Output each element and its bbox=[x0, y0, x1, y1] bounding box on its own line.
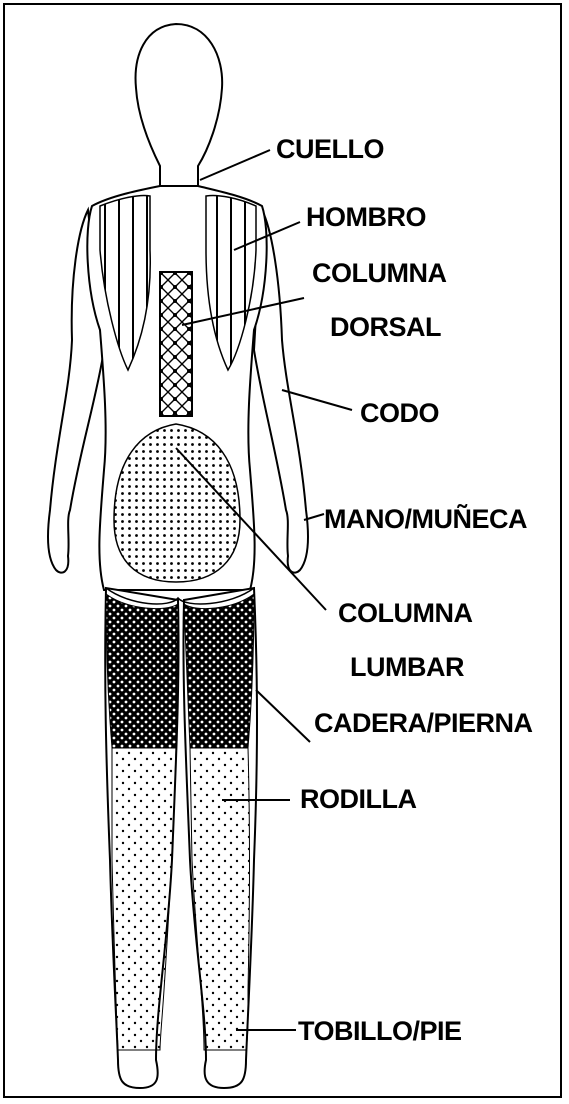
neck-leader bbox=[200, 150, 270, 180]
left-thigh bbox=[106, 594, 178, 748]
left-lower-leg bbox=[112, 748, 176, 1050]
label-elbow: CODO bbox=[360, 398, 439, 428]
right-lower-leg bbox=[190, 748, 250, 1050]
elbow-leader bbox=[282, 390, 352, 410]
label-lumbar-line2: LUMBAR bbox=[350, 652, 464, 682]
label-shoulder: HOMBRO bbox=[306, 202, 426, 232]
label-hip-leg: CADERA/PIERNA bbox=[314, 708, 533, 738]
knee-region bbox=[112, 748, 250, 1050]
head-outline bbox=[136, 24, 223, 186]
label-ankle-foot: TOBILLO/PIE bbox=[298, 1016, 462, 1046]
labels: CUELLO HOMBRO COLUMNA DORSAL CODO MANO/M… bbox=[276, 134, 533, 1046]
thoracic-spine-region bbox=[160, 272, 192, 416]
hip-leg-region bbox=[106, 594, 254, 748]
label-knee: RODILLA bbox=[300, 784, 416, 814]
right-thigh bbox=[184, 594, 254, 748]
label-thoracic-line2: DORSAL bbox=[330, 312, 441, 342]
hip-leader bbox=[256, 690, 310, 742]
label-hand-wrist: MANO/MUÑECA bbox=[324, 503, 527, 534]
label-lumbar-line1: COLUMNA bbox=[338, 598, 472, 628]
label-thoracic-line1: COLUMNA bbox=[312, 258, 446, 288]
label-neck: CUELLO bbox=[276, 134, 384, 164]
